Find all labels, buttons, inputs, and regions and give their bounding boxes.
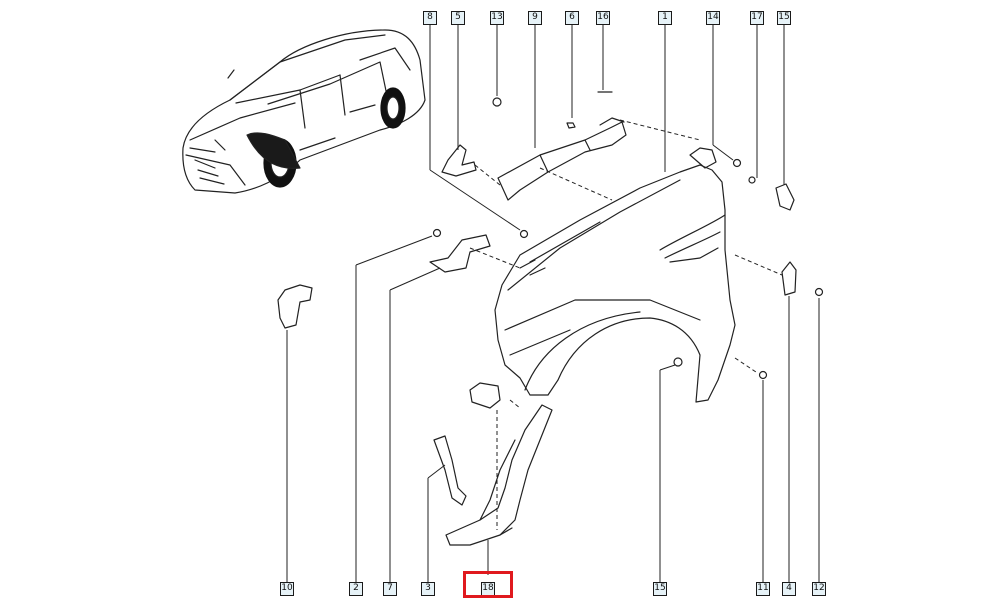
bracket-part-4 [781,261,797,296]
bracket-part-10 [277,284,313,329]
callout-6[interactable]: 6 [565,11,579,25]
front-fender-part [494,147,736,403]
callout-11[interactable]: 11 [756,582,770,596]
callout-19[interactable]: 15 [777,11,791,25]
callout-5[interactable]: 5 [451,11,465,25]
car-overview-illustration [182,29,426,194]
callout-2[interactable]: 2 [349,582,363,596]
fasteners [432,91,824,380]
callout-14[interactable]: 14 [706,11,720,25]
callout-13[interactable]: 13 [490,11,504,25]
callout-12[interactable]: 12 [812,582,826,596]
callout-16[interactable]: 16 [596,11,610,25]
callout-8[interactable]: 8 [423,11,437,25]
liner-bracket-part-18 [445,404,553,546]
callout-7[interactable]: 7 [383,582,397,596]
callout-17[interactable]: 17 [750,11,764,25]
bracket-part-19 [469,382,501,409]
callout-1[interactable]: 1 [658,11,672,25]
callout-4[interactable]: 4 [782,582,796,596]
highlight-part-18 [463,571,513,598]
clip-part-19 [775,183,795,211]
callout-15[interactable]: 15 [653,582,667,596]
bracket-part-7 [429,234,491,273]
callout-3[interactable]: 3 [421,582,435,596]
callout-9[interactable]: 9 [528,11,542,25]
callout-10[interactable]: 10 [280,582,294,596]
bracket-part-3 [433,435,467,506]
bracket-part-5 [441,144,477,177]
upper-rail-part [497,117,627,201]
dashed-guide-lines [469,119,783,530]
leader-lines [286,24,820,582]
